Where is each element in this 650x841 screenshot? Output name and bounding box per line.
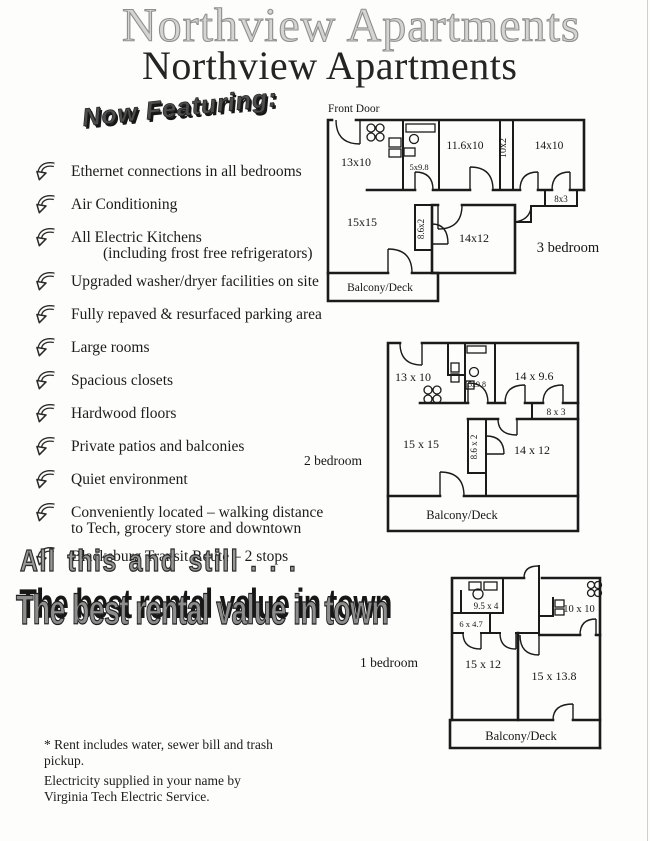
feature-text: Conveniently located – walking distance xyxy=(71,504,324,521)
list-item: Blacksburg Transit Route – 2 stops xyxy=(34,548,334,569)
room-label: 8.6 x 2 xyxy=(469,435,479,460)
room-label: 15 x 15 xyxy=(403,437,439,451)
list-item: Fully repaved & resurfaced parking area xyxy=(34,306,334,327)
footnote-electricity: Electricity supplied in your name by Vir… xyxy=(44,773,241,804)
curved-arrow-icon xyxy=(34,469,59,492)
curved-arrow-icon xyxy=(34,194,59,217)
headline-all-this: All this and still . . . xyxy=(19,542,298,578)
room-label: 14x10 xyxy=(535,140,564,152)
feature-text: Large rooms xyxy=(71,339,150,356)
page-title: Northview Apartments xyxy=(142,43,518,88)
room-label: 6 x 4.7 xyxy=(459,619,482,629)
room-label: 5x9.8 xyxy=(468,380,486,389)
curved-arrow-icon xyxy=(34,502,59,525)
feature-subtext: (including frost free refrigerators) xyxy=(103,245,313,262)
room-label: 14x12 xyxy=(459,231,489,245)
list-item: Ethernet connections in all bedrooms xyxy=(34,163,334,184)
features-list: Ethernet connections in all bedrooms Air… xyxy=(34,163,334,581)
feature-text: Hardwood floors xyxy=(71,405,177,422)
room-label: 8.6x2 xyxy=(416,219,426,239)
list-item: Hardwood floors xyxy=(34,405,334,426)
footnote-rent: * Rent includes water, sewer bill and tr… xyxy=(44,737,273,768)
curved-arrow-icon xyxy=(34,161,59,184)
list-item: Large rooms xyxy=(34,339,334,360)
list-item: Quiet environment xyxy=(34,471,334,492)
list-item: Air Conditioning xyxy=(34,196,334,217)
feature-text: Ethernet connections in all bedrooms xyxy=(71,163,302,180)
now-featuring-heading: Now Featuring: xyxy=(80,83,279,133)
balcony-label: Balcony/Deck xyxy=(426,508,498,522)
plan-name-label: 3 bedroom xyxy=(537,240,600,256)
feature-text: Air Conditioning xyxy=(71,196,178,213)
curved-arrow-icon xyxy=(34,436,59,459)
curved-arrow-icon xyxy=(34,370,59,393)
room-label: 10 x 10 xyxy=(563,604,595,615)
feature-text: Private patios and balconies xyxy=(71,438,245,455)
front-door-label: Front Door xyxy=(328,103,380,115)
room-label: 14 x 12 xyxy=(514,443,550,457)
list-item: All Electric Kitchens(including frost fr… xyxy=(34,229,334,261)
floorplan-2-bedroom: 13 x 10 5x9.8 14 x 9.6 8 x 3 15 x 15 8.6… xyxy=(300,333,600,538)
curved-arrow-icon xyxy=(34,271,59,294)
feature-text: Quiet environment xyxy=(71,471,188,488)
feature-text: All Electric Kitchens xyxy=(71,229,202,246)
list-item: Private patios and balconies xyxy=(34,438,334,459)
room-label: 11.6x10 xyxy=(447,140,484,152)
plan-name-label: 2 bedroom xyxy=(304,453,363,468)
list-item: Spacious closets xyxy=(34,372,334,393)
scan-edge-line xyxy=(647,0,648,841)
room-label: 14 x 9.6 xyxy=(515,369,554,383)
feature-subtext: to Tech, grocery store and downtown xyxy=(71,520,302,537)
feature-text: Upgraded washer/dryer facilities on site xyxy=(71,273,319,290)
floorplan-3-bedroom: Front Door xyxy=(318,98,610,310)
room-label: 13x10 xyxy=(341,155,371,169)
floorplan-1-bedroom: 9.5 x 4 6 x 4.7 10 x 10 15 x 12 15 x 13.… xyxy=(355,563,610,763)
feature-text: Spacious closets xyxy=(71,372,174,389)
room-label: 13 x 10 xyxy=(395,370,431,384)
room-label: 5x9.8 xyxy=(409,162,428,172)
list-item: Upgraded washer/dryer facilities on site xyxy=(34,273,334,294)
room-label: 10x2 xyxy=(498,138,509,158)
room-label: 15 x 13.8 xyxy=(532,669,577,683)
room-label: 8x3 xyxy=(554,194,568,204)
curved-arrow-icon xyxy=(34,403,59,426)
balcony-label: Balcony/Deck xyxy=(485,729,557,743)
page-title-outline: Northview Apartments xyxy=(121,0,581,52)
feature-text: Blacksburg Transit Route – 2 stops xyxy=(71,548,289,565)
feature-text: Fully repaved & resurfaced parking area xyxy=(71,306,322,323)
curved-arrow-icon xyxy=(34,227,59,250)
balcony-label: Balcony/Deck xyxy=(347,282,413,294)
room-label: 9.5 x 4 xyxy=(474,601,499,611)
room-label: 15 x 12 xyxy=(465,657,501,671)
room-label: 15x15 xyxy=(347,215,377,229)
headline-best-value: The best rental value in town xyxy=(16,585,390,633)
room-label: 8 x 3 xyxy=(547,408,566,418)
curved-arrow-icon xyxy=(34,304,59,327)
plan-name-label: 1 bedroom xyxy=(360,655,419,670)
curved-arrow-icon xyxy=(34,337,59,360)
